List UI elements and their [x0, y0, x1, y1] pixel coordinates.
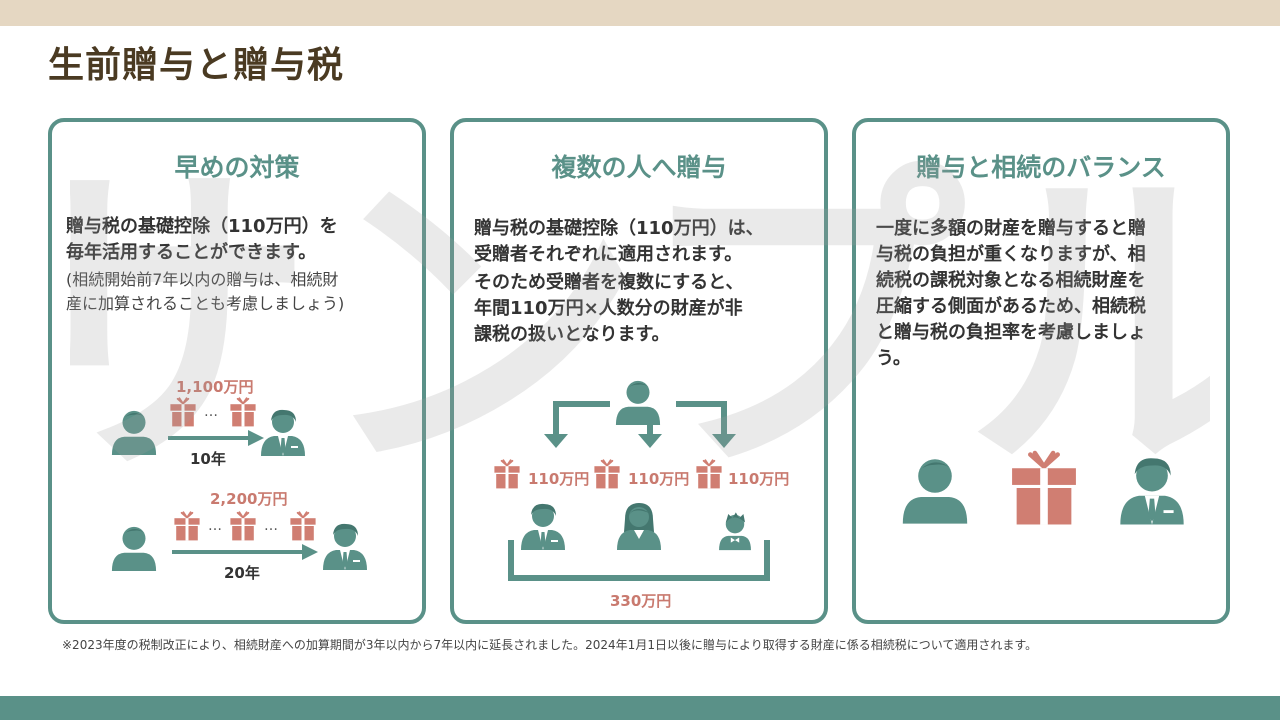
card-body-line: 与税の負担が重くなりますが、相 [876, 244, 1146, 265]
businessman-icon [320, 518, 370, 574]
card-body-line: 毎年活用することができます。 [66, 242, 317, 263]
gift-icon [168, 396, 198, 428]
arrow-right-icon [172, 544, 318, 560]
gift-icon [228, 510, 258, 542]
card-balance: 贈与と相続のバランス 一度に多額の財産を贈与すると贈 与税の負担が重くなりますが… [852, 118, 1230, 624]
page-title: 生前贈与と贈与税 [48, 45, 345, 86]
card-body-line: と贈与税の負担率を考慮しましょ [876, 322, 1146, 343]
bottom-band [0, 696, 1280, 720]
gift-total-amount: 2,200万円 [210, 490, 288, 508]
card-body-line: そのため受贈者を複数にすると、 [474, 272, 744, 293]
card-title: 贈与と相続のバランス [916, 153, 1166, 182]
card-body-line: 続税の課税対象となる相続財産を [876, 270, 1146, 291]
years-label: 20年 [224, 564, 260, 582]
card-body-line: 圧縮する側面があるため、相続税 [876, 296, 1146, 317]
card-note-line: 産に加算されることも考慮しましょう) [66, 294, 345, 313]
top-band [0, 0, 1280, 26]
gift-icon [694, 458, 724, 490]
card-body-line: 贈与税の基礎控除（110万円）は、 [474, 218, 764, 239]
card-body-line: 課税の扱いとなります。 [474, 324, 670, 345]
businessman-icon [258, 404, 308, 460]
card-body-line: 受贈者それぞれに適用されます。 [474, 244, 743, 265]
arrow-right-icon [168, 430, 264, 446]
ellipsis: … [208, 518, 222, 534]
gift-total-amount: 330万円 [610, 592, 672, 610]
ellipsis: … [264, 518, 278, 534]
total-bracket [508, 540, 770, 581]
card-note-line: (相続開始前7年以内の贈与は、相続財 [66, 270, 339, 289]
card-multiple-recipients: 複数の人へ贈与 贈与税の基礎控除（110万円）は、 受贈者それぞれに適用されます… [450, 118, 828, 624]
card-early-measures: 早めの対策 贈与税の基礎控除（110万円）を 毎年活用することができます。 (相… [48, 118, 426, 624]
gift-amount: 110万円 [628, 470, 690, 488]
gift-icon [1006, 446, 1082, 530]
businessman-icon [1116, 450, 1188, 530]
card-body-line: う。 [876, 348, 911, 369]
ellipsis: … [204, 404, 218, 420]
gift-amount: 110万円 [528, 470, 590, 488]
person-icon [900, 452, 970, 528]
card-body-line: 一度に多額の財産を贈与すると贈 [876, 218, 1146, 239]
card-title: 複数の人へ贈与 [551, 153, 727, 182]
gift-icon [592, 458, 622, 490]
person-icon [110, 522, 158, 574]
footnote: ※2023年度の税制改正により、相続財産への加算期間が3年以内から7年以内に延長… [62, 638, 1038, 652]
arrow-down-icon [544, 401, 736, 448]
gift-total-amount: 1,100万円 [176, 378, 254, 396]
gift-icon [288, 510, 318, 542]
years-label: 10年 [190, 450, 226, 468]
gift-icon [228, 396, 258, 428]
gift-icon [172, 510, 202, 542]
card-title: 早めの対策 [174, 153, 300, 182]
card-body-line: 年間110万円×人数分の財産が非 [474, 298, 743, 319]
card-body-line: 贈与税の基礎控除（110万円）を [66, 216, 338, 237]
person-icon [110, 406, 158, 458]
gift-amount: 110万円 [728, 470, 790, 488]
gift-icon [492, 458, 522, 490]
